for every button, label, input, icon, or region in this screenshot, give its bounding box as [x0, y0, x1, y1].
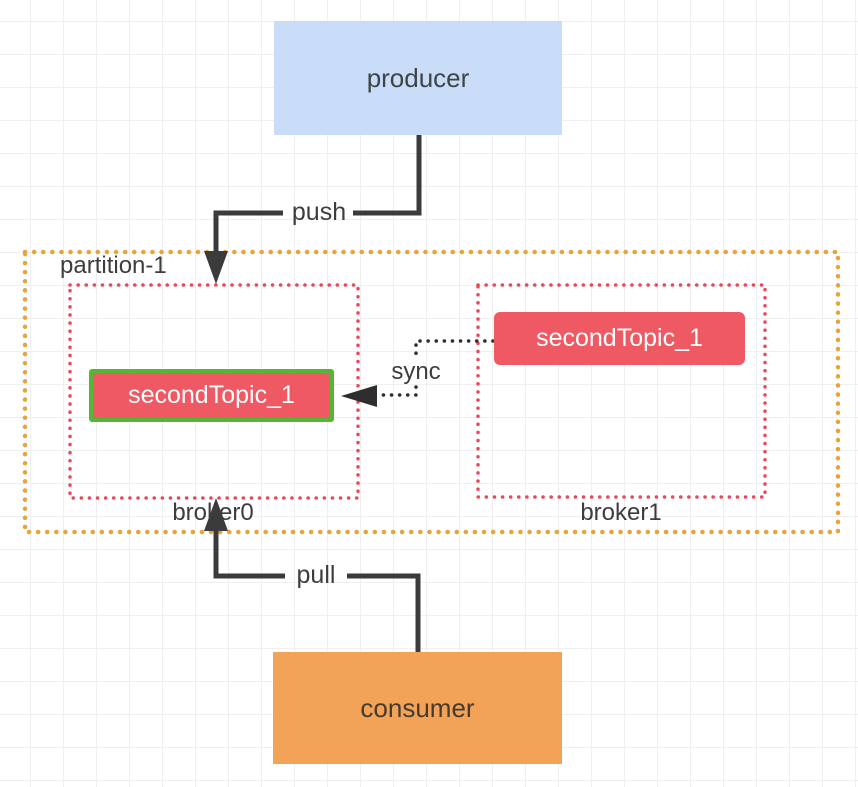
- topic-leader-label: secondTopic_1: [128, 381, 295, 409]
- push-edge-segment-left: [213, 210, 283, 253]
- broker1-container-border: [476, 283, 767, 499]
- producer-label: producer: [366, 62, 470, 93]
- broker0-label: broker0: [172, 499, 254, 526]
- sync-edge-segment-bottom: [378, 385, 418, 397]
- push-arrowhead-icon: [204, 251, 228, 284]
- sync-edge-segment-top: [414, 339, 495, 358]
- consumer-label: consumer: [360, 692, 475, 723]
- pull-arrowhead-icon: [204, 498, 228, 531]
- topic-leader-node: secondTopic_1: [89, 369, 334, 422]
- broker1-label: broker1: [580, 499, 662, 526]
- partition-1-container-border: [22, 249, 841, 535]
- push-edge-segment-right: [353, 135, 422, 216]
- sync-edge-label: sync: [391, 358, 441, 385]
- push-edge-label: push: [291, 198, 347, 226]
- sync-arrowhead-icon: [341, 385, 377, 407]
- pull-edge-label: pull: [296, 561, 336, 589]
- producer-node: producer: [274, 21, 562, 135]
- topic-follower-label: secondTopic_1: [536, 324, 703, 352]
- pull-edge-segment-left: [213, 530, 285, 579]
- partition-1-label: partition-1: [60, 252, 167, 279]
- pull-edge-segment-right: [347, 573, 421, 652]
- topic-follower-node: secondTopic_1: [494, 312, 745, 365]
- consumer-node: consumer: [273, 652, 562, 764]
